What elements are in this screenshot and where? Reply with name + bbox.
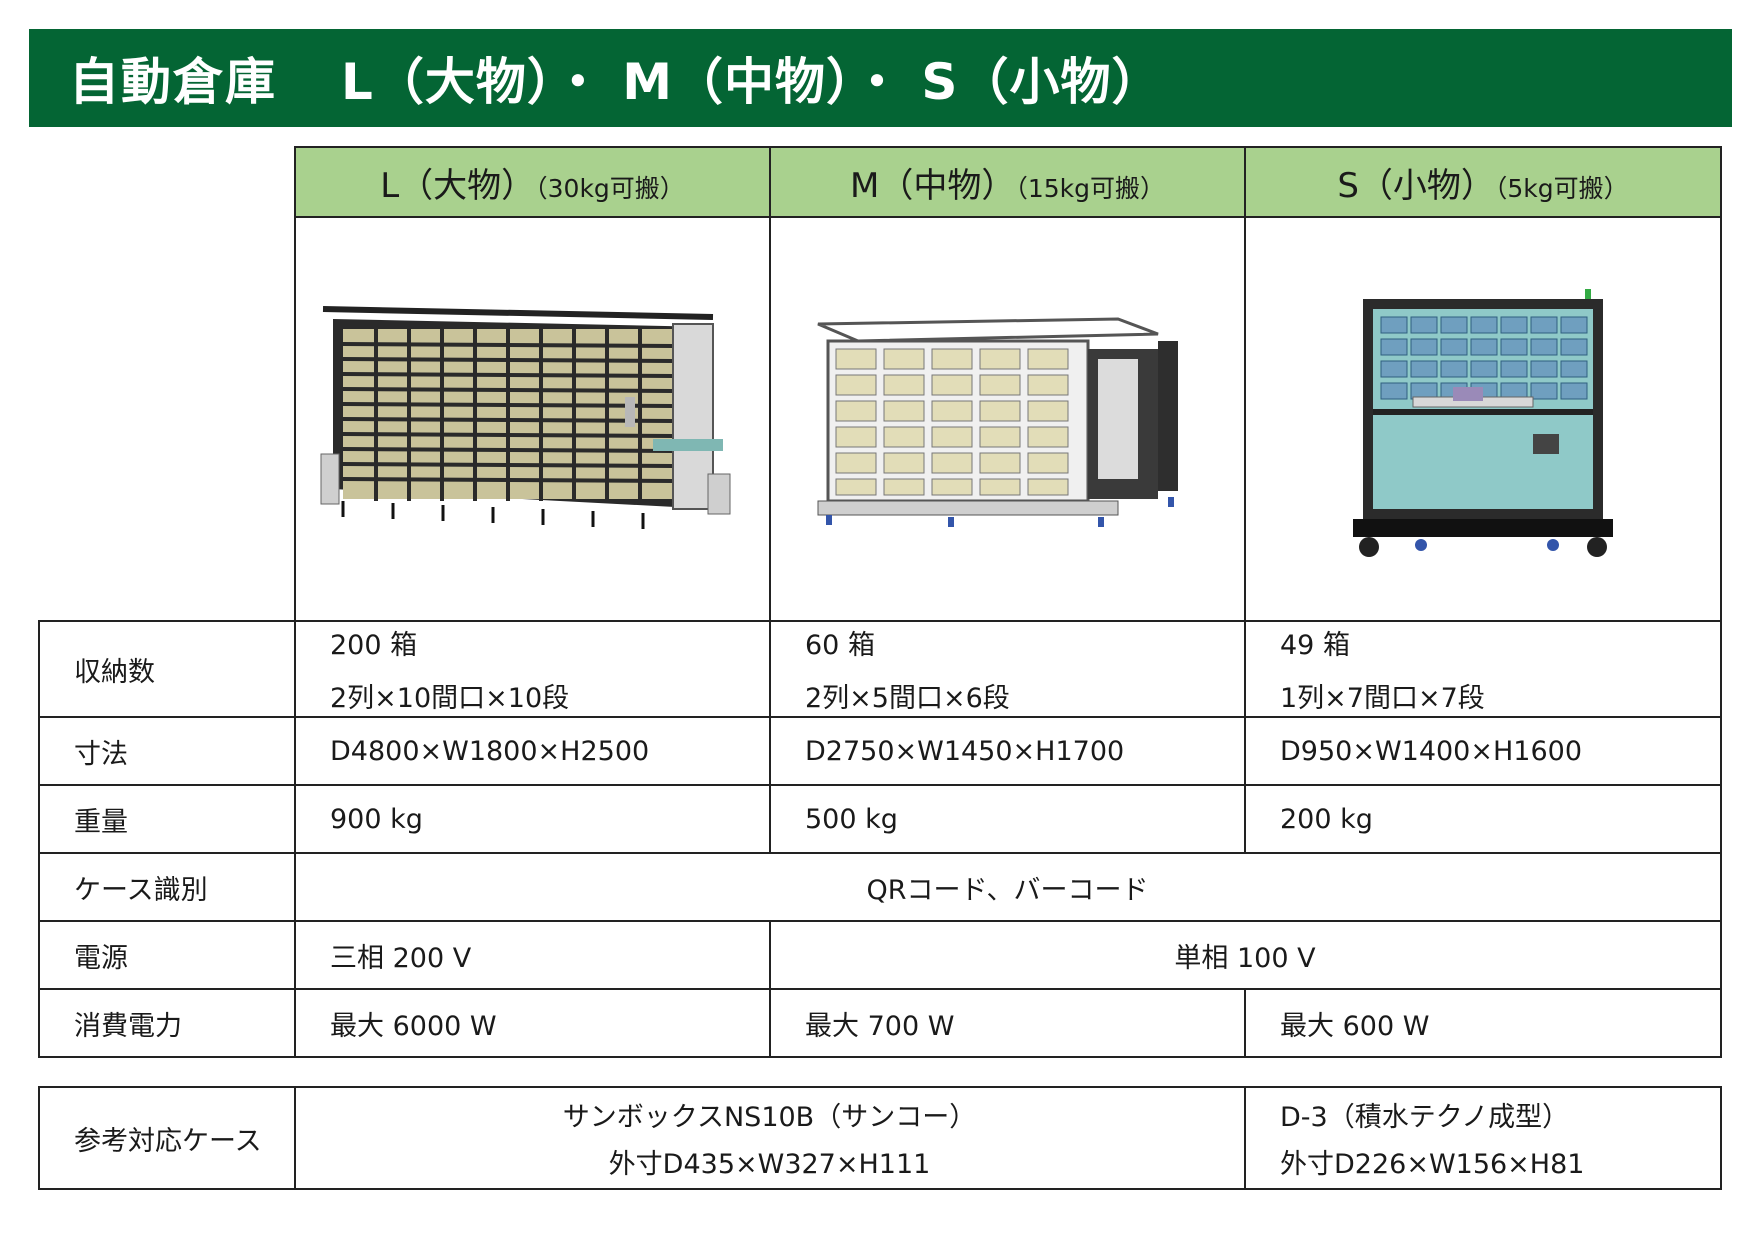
header-l-capacity: （30kg可搬） — [535, 173, 685, 203]
weight-m: 500 kg — [769, 784, 1246, 854]
reference-s-line1: D-3（積水テクノ成型） — [1280, 1102, 1570, 1133]
image-cell-l — [294, 216, 771, 622]
power-l: 三相 200 V — [294, 920, 771, 990]
row-label-reference: 参考対応ケース — [38, 1086, 296, 1190]
header-m: M（中物）（15kg可搬） — [769, 146, 1246, 218]
row-label-dimensions: 寸法 — [38, 716, 296, 786]
header-s-name: S（小物） — [1337, 165, 1495, 206]
row-label-power: 電源 — [38, 920, 296, 990]
header-l-name: L（大物） — [380, 165, 536, 206]
header-l: L（大物）（30kg可搬） — [294, 146, 771, 218]
consumption-m: 最大 700 W — [769, 988, 1246, 1058]
page-subtitle: L（大物）・ M（中物）・ S（小物） — [341, 53, 1163, 111]
storage-s-layout: 1列×7間口×7段 — [1280, 683, 1485, 714]
storage-l-layout: 2列×10間口×10段 — [330, 683, 570, 714]
row-label-storage: 収納数 — [38, 620, 296, 718]
header-m-capacity: （15kg可搬） — [1015, 173, 1165, 203]
reference-lm-line1: サンボックスNS10B（サンコー） — [562, 1102, 977, 1133]
dimensions-s: D950×W1400×H1600 — [1244, 716, 1722, 786]
storage-m-layout: 2列×5間口×6段 — [805, 683, 1010, 714]
image-cell-m — [769, 216, 1246, 622]
page-title: 自動倉庫 — [69, 53, 277, 111]
row-label-weight: 重量 — [38, 784, 296, 854]
image-cell-s — [1244, 216, 1722, 622]
title-banner: 自動倉庫 L（大物）・ M（中物）・ S（小物） — [29, 29, 1732, 127]
reference-lm-line2: 外寸D435×W327×H111 — [608, 1149, 931, 1180]
reference-s: D-3（積水テクノ成型） 外寸D226×W156×H81 — [1244, 1086, 1722, 1190]
row-label-case-id: ケース識別 — [38, 852, 296, 922]
corner-blank — [39, 147, 296, 622]
storage-l: 200 箱 2列×10間口×10段 — [294, 620, 771, 718]
header-s-capacity: （5kg可搬） — [1494, 173, 1629, 203]
reference-lm: サンボックスNS10B（サンコー） 外寸D435×W327×H111 — [294, 1086, 1246, 1190]
m-warehouse-image — [816, 317, 1178, 527]
storage-m: 60 箱 2列×5間口×6段 — [769, 620, 1246, 718]
dimensions-m: D2750×W1450×H1700 — [769, 716, 1246, 786]
s-warehouse-image — [1353, 289, 1613, 557]
spec-table: L（大物）（30kg可搬） M（中物）（15kg可搬） S（小物）（5kg可搬） — [38, 146, 1722, 1058]
consumption-l: 最大 6000 W — [294, 988, 771, 1058]
weight-s: 200 kg — [1244, 784, 1722, 854]
reference-s-line2: 外寸D226×W156×H81 — [1280, 1149, 1585, 1180]
header-m-name: M（中物） — [849, 165, 1016, 206]
storage-l-count: 200 箱 — [330, 630, 418, 661]
consumption-s: 最大 600 W — [1244, 988, 1722, 1058]
storage-m-count: 60 箱 — [805, 630, 875, 661]
case-id-value: QRコード、バーコード — [294, 852, 1722, 922]
storage-s: 49 箱 1列×7間口×7段 — [1244, 620, 1722, 718]
power-ms: 単相 100 V — [769, 920, 1722, 990]
header-s: S（小物）（5kg可搬） — [1244, 146, 1722, 218]
row-label-consumption: 消費電力 — [38, 988, 296, 1058]
storage-s-count: 49 箱 — [1280, 630, 1350, 661]
l-warehouse-image — [320, 306, 730, 529]
reference-case-table: 参考対応ケース サンボックスNS10B（サンコー） 外寸D435×W327×H1… — [38, 1086, 1722, 1190]
weight-l: 900 kg — [294, 784, 771, 854]
dimensions-l: D4800×W1800×H2500 — [294, 716, 771, 786]
